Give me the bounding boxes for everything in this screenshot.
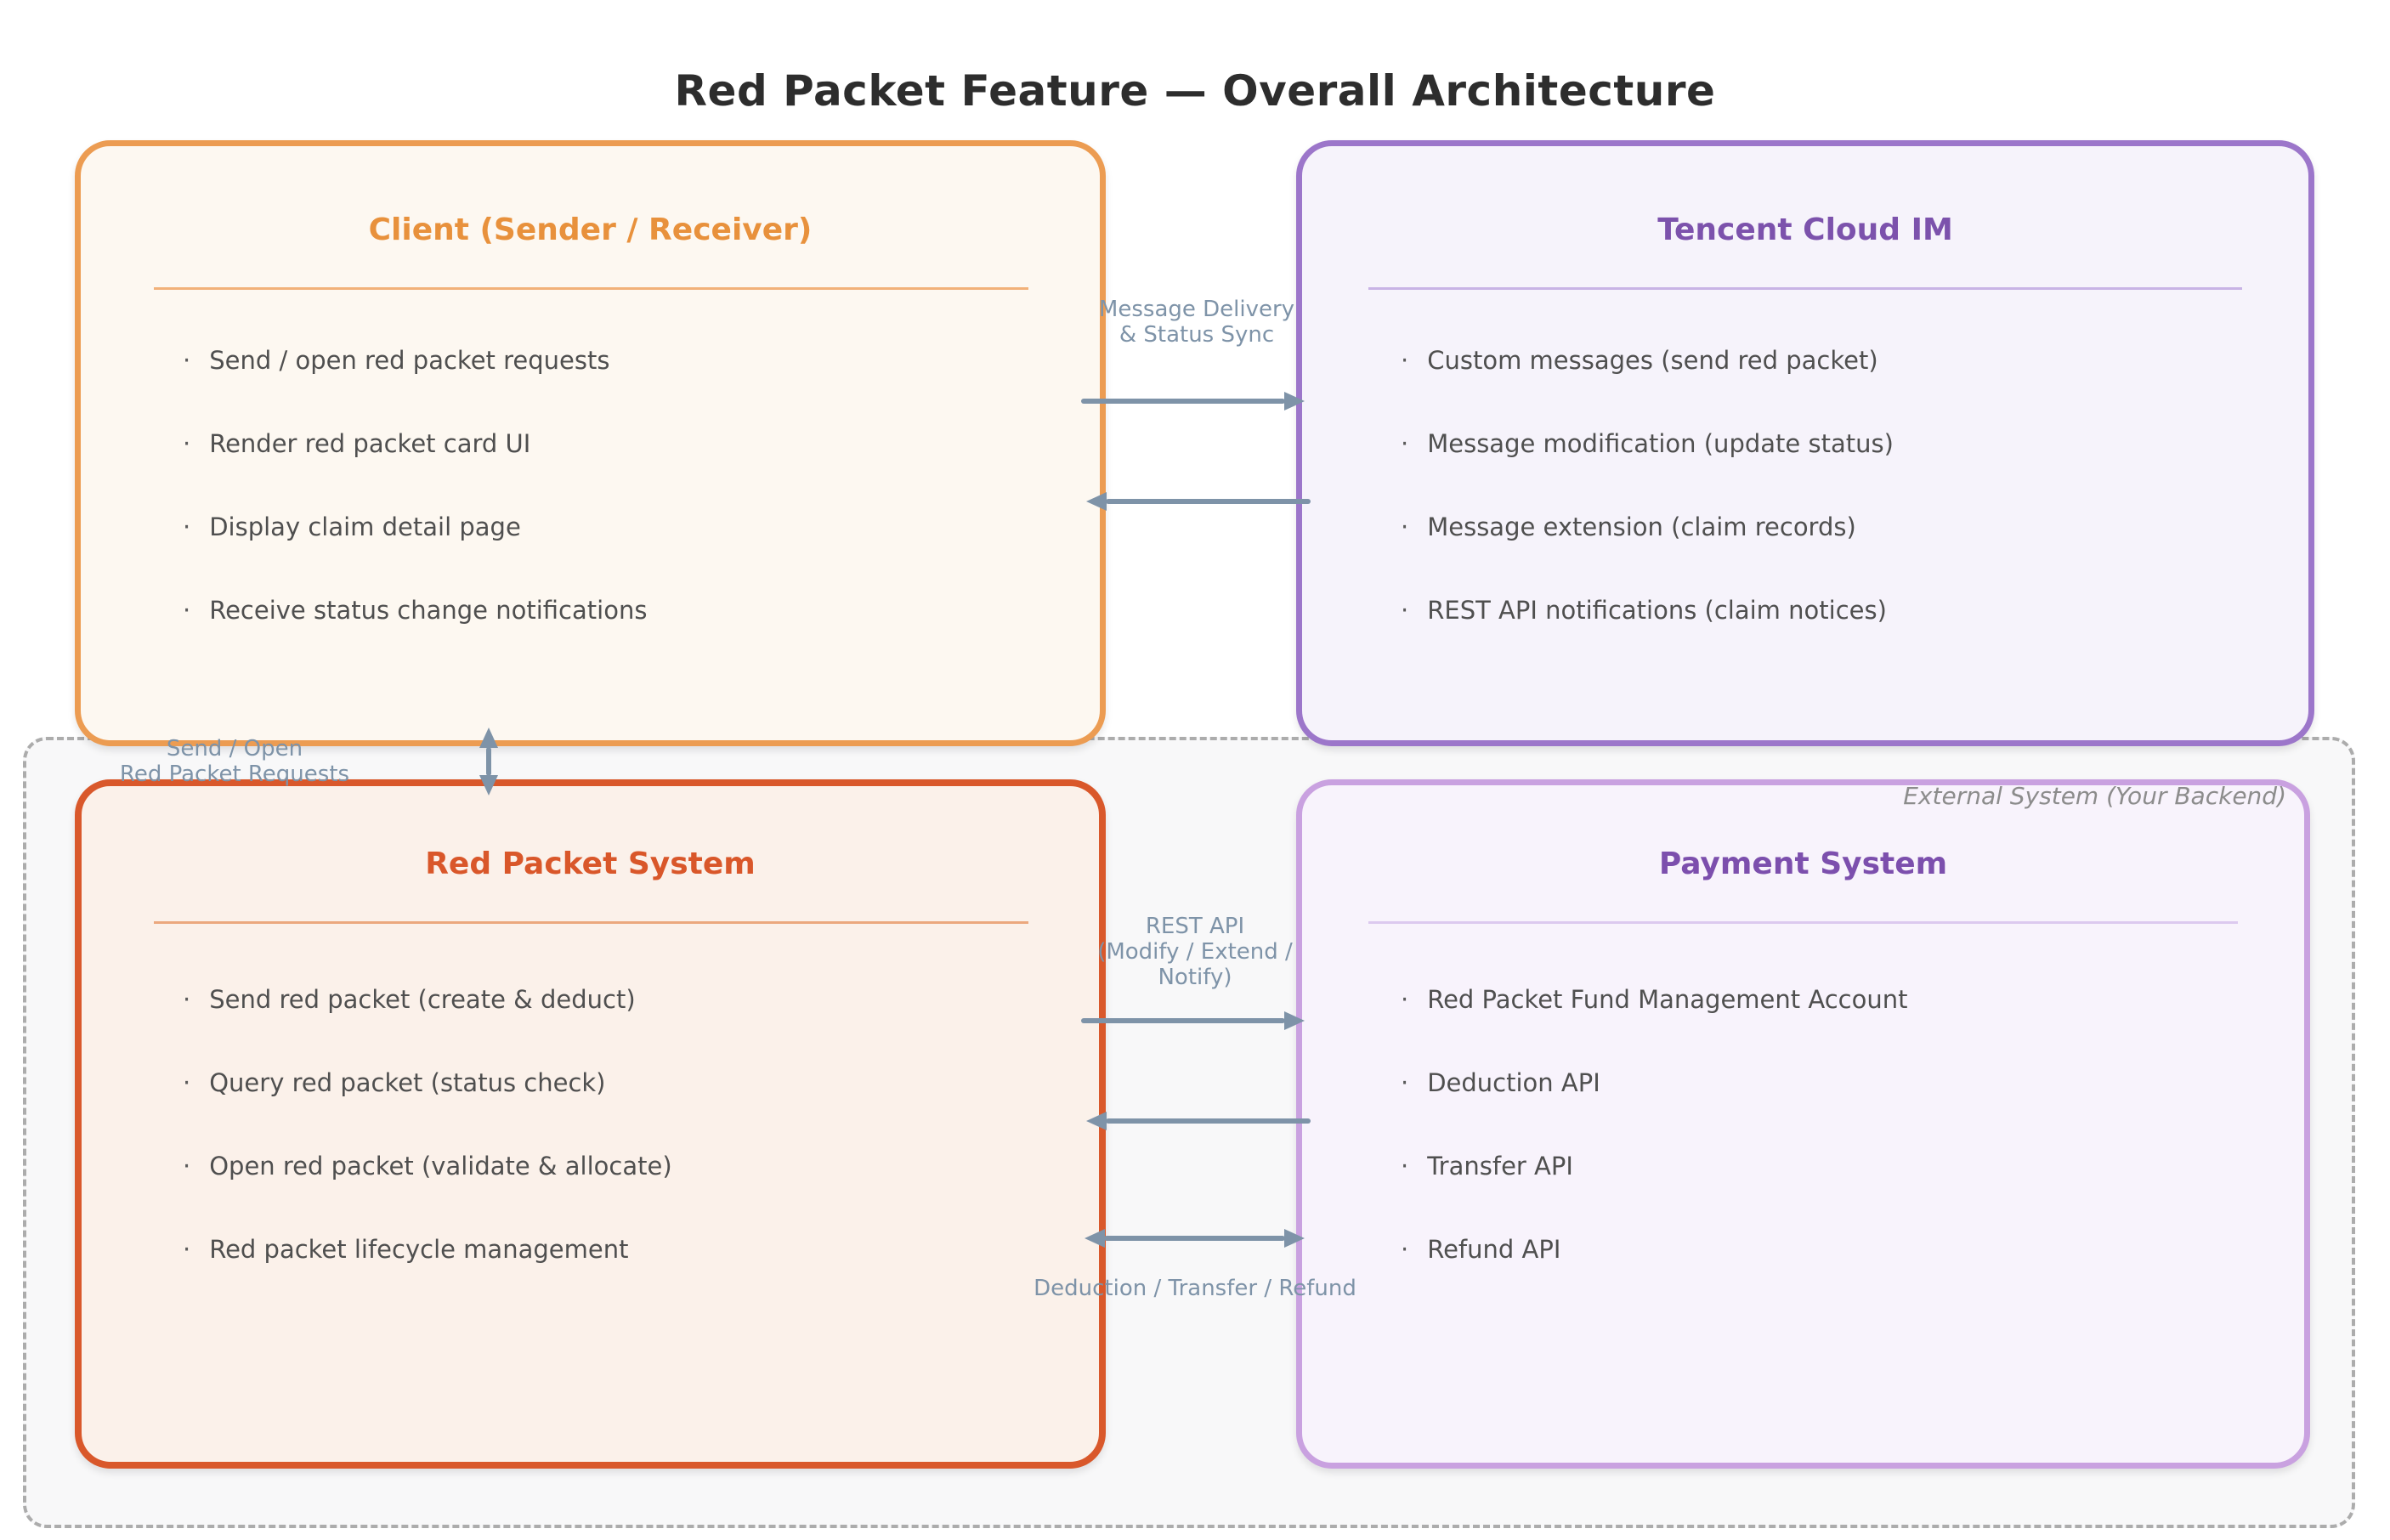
arrow-payment-to-redpacket (1086, 1112, 1311, 1130)
bullet-dot: · (1401, 1152, 1409, 1180)
list-item: · Message extension (claim records) (1401, 512, 2268, 542)
bullet-dot: · (183, 429, 191, 458)
red-packet-box-divider (154, 921, 1028, 924)
arrow-redpacket-to-payment (1081, 1011, 1305, 1030)
list-item: · Message modification (update status) (1401, 428, 2268, 459)
list-item: · REST API notifications (claim notices) (1401, 595, 2268, 626)
list-item: · Red packet lifecycle management (183, 1234, 1050, 1265)
arrow-client-redpacket-bidirectional (479, 728, 498, 795)
arrowhead-left-icon (1086, 492, 1107, 511)
list-item-label: Render red packet card UI (209, 429, 531, 458)
client-box-title: Client (Sender / Receiver) (368, 212, 813, 247)
bullet-dot: · (183, 1068, 191, 1097)
bullet-dot: · (1401, 429, 1409, 458)
external-system-label: External System (Your Backend) (1903, 782, 2286, 810)
bullet-dot: · (1401, 512, 1409, 541)
label-line: (Modify / Extend / Notify) (1097, 939, 1293, 990)
bullet-dot: · (1401, 985, 1409, 1014)
list-item-label: Message modification (update status) (1427, 429, 1894, 458)
arrowhead-up-icon (479, 728, 498, 748)
list-item: · Display claim detail page (183, 512, 1050, 542)
label-message-delivery-sync: Message Delivery & Status Sync (1061, 297, 1333, 348)
label-rest-api: REST API (Modify / Extend / Notify) (1059, 914, 1331, 990)
arrowhead-left-icon (1086, 1112, 1107, 1130)
list-item-label: Send / open red packet requests (209, 346, 610, 375)
tencent-box-divider (1368, 287, 2242, 290)
list-item-label: Refund API (1427, 1235, 1561, 1264)
bullet-dot: · (183, 346, 191, 375)
arrow-im-to-client (1086, 492, 1311, 511)
payment-box-title: Payment System (1658, 846, 1948, 881)
arrow-redpacket-payment-bidirectional (1085, 1229, 1305, 1248)
payment-box-divider (1368, 921, 2238, 924)
list-item: · Render red packet card UI (183, 428, 1050, 459)
list-item-label: Send red packet (create & deduct) (209, 985, 636, 1014)
arrow-client-to-im (1081, 392, 1305, 410)
list-item-label: Query red packet (status check) (209, 1068, 606, 1097)
list-item: · Deduction API (1401, 1067, 2268, 1098)
tencent-cloud-im-box (1296, 140, 2314, 746)
client-box (75, 140, 1106, 746)
arrowhead-right-icon (1284, 1229, 1305, 1248)
list-item: · Custom messages (send red packet) (1401, 345, 2268, 376)
tencent-box-title: Tencent Cloud IM (1657, 212, 1953, 247)
bullet-dot: · (1401, 346, 1409, 375)
list-item-label: Transfer API (1427, 1152, 1573, 1180)
arrowhead-right-icon (1284, 1011, 1305, 1030)
red-packet-box-title: Red Packet System (425, 846, 756, 881)
list-item: · Refund API (1401, 1234, 2268, 1265)
list-item-label: Display claim detail page (209, 512, 521, 541)
label-line: Red Packet Requests (119, 762, 350, 787)
bullet-dot: · (183, 1152, 191, 1180)
list-item-label: Open red packet (validate & allocate) (209, 1152, 672, 1180)
list-item: · Send / open red packet requests (183, 345, 1050, 376)
label-line: Message Delivery (1098, 297, 1295, 322)
payment-system-box (1296, 779, 2310, 1469)
list-item-label: Red packet lifecycle management (209, 1235, 629, 1264)
bullet-dot: · (183, 1235, 191, 1264)
list-item: · Send red packet (create & deduct) (183, 984, 1050, 1015)
label-send-open-requests: Send / Open Red Packet Requests (107, 736, 362, 787)
list-item: · Open red packet (validate & allocate) (183, 1151, 1050, 1181)
list-item-label: Message extension (claim records) (1427, 512, 1856, 541)
bullet-dot: · (1401, 596, 1409, 625)
list-item: · Red Packet Fund Management Account (1401, 984, 2268, 1015)
list-item-label: Red Packet Fund Management Account (1427, 985, 1908, 1014)
label-line: Send / Open (166, 736, 303, 762)
label-line: & Status Sync (1119, 322, 1275, 348)
arrowhead-right-icon (1284, 392, 1305, 410)
diagram-title: Red Packet Feature — Overall Architectur… (674, 66, 1716, 116)
arrowhead-left-icon (1085, 1229, 1105, 1248)
list-item-label: Receive status change notifications (209, 596, 648, 625)
bullet-dot: · (183, 985, 191, 1014)
list-item: · Query red packet (status check) (183, 1067, 1050, 1098)
bullet-dot: · (1401, 1235, 1409, 1264)
list-item: · Receive status change notifications (183, 595, 1050, 626)
list-item-label: REST API notifications (claim notices) (1427, 596, 1887, 625)
client-box-divider (154, 287, 1028, 290)
list-item-label: Custom messages (send red packet) (1427, 346, 1878, 375)
red-packet-system-box (75, 779, 1106, 1469)
bullet-dot: · (183, 512, 191, 541)
bullet-dot: · (183, 596, 191, 625)
list-item: · Transfer API (1401, 1151, 2268, 1181)
label-line: REST API (1145, 914, 1245, 939)
bullet-dot: · (1401, 1068, 1409, 1097)
label-deduction-transfer-refund: Deduction / Transfer / Refund (1034, 1276, 1356, 1301)
list-item-label: Deduction API (1427, 1068, 1600, 1097)
arrowhead-down-icon (479, 775, 498, 795)
